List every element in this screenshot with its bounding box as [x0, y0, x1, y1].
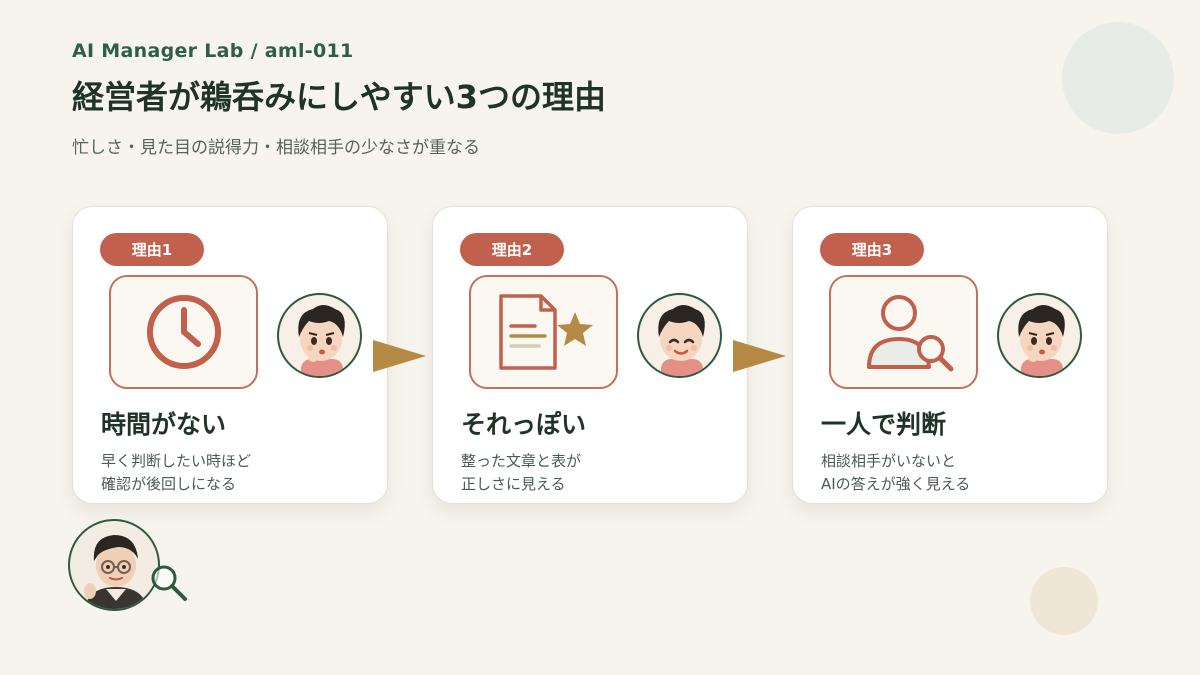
reason-icon-box [469, 275, 618, 389]
reason-description-line: 整った文章と表が [461, 452, 582, 470]
arrow-right-icon [373, 340, 426, 372]
series-label: AI Manager Lab / aml-011 [72, 40, 354, 62]
page-subtitle: 忙しさ・見た目の説得力・相談相手の少なさが重なる [72, 138, 480, 158]
reason-card-3: 理由3 一人で判断 相談相手がいないと AIの答えが強く見える [792, 206, 1108, 504]
presenter-avatar [68, 519, 160, 611]
reason-card-2: 理由2 それっぽい 整った文章と表が 正しさに見える [432, 206, 748, 504]
avatar-worried [997, 293, 1082, 378]
reason-description: 早く判断したい時ほど 確認が後回しになる [101, 450, 251, 496]
person-search-icon [866, 295, 953, 372]
reason-title: 時間がない [101, 410, 227, 439]
reason-icon-box [109, 275, 258, 389]
reason-icon-box [829, 275, 978, 389]
decorative-circle-top [1062, 22, 1174, 134]
reason-description: 相談相手がいないと AIの答えが強く見える [821, 450, 970, 496]
reason-title: 一人で判断 [821, 410, 947, 439]
reason-title: それっぽい [461, 410, 587, 439]
page-title: 経営者が鵜呑みにしやすい3つの理由 [72, 78, 606, 116]
avatar-smiling [637, 293, 722, 378]
reason-description-line: AIの答えが強く見える [821, 475, 971, 493]
decorative-circle-bottom [1030, 567, 1098, 635]
document-star-icon [498, 294, 593, 370]
reason-badge: 理由2 [460, 233, 564, 266]
reason-badge: 理由1 [100, 233, 204, 266]
avatar-worried [277, 293, 362, 378]
reason-description-line: 相談相手がいないと [821, 452, 957, 470]
reason-description-line: 確認が後回しになる [101, 475, 237, 493]
magnifier-icon [151, 565, 187, 601]
reason-description: 整った文章と表が 正しさに見える [461, 450, 581, 496]
reason-badge: 理由3 [820, 233, 924, 266]
clock-icon [146, 295, 221, 369]
reason-card-1: 理由1 時間がない 早く判断したい時ほど 確認が後回しになる [72, 206, 388, 504]
arrow-right-icon [733, 340, 786, 372]
reason-description-line: 早く判断したい時ほど [101, 452, 252, 470]
reason-description-line: 正しさに見える [461, 475, 566, 493]
